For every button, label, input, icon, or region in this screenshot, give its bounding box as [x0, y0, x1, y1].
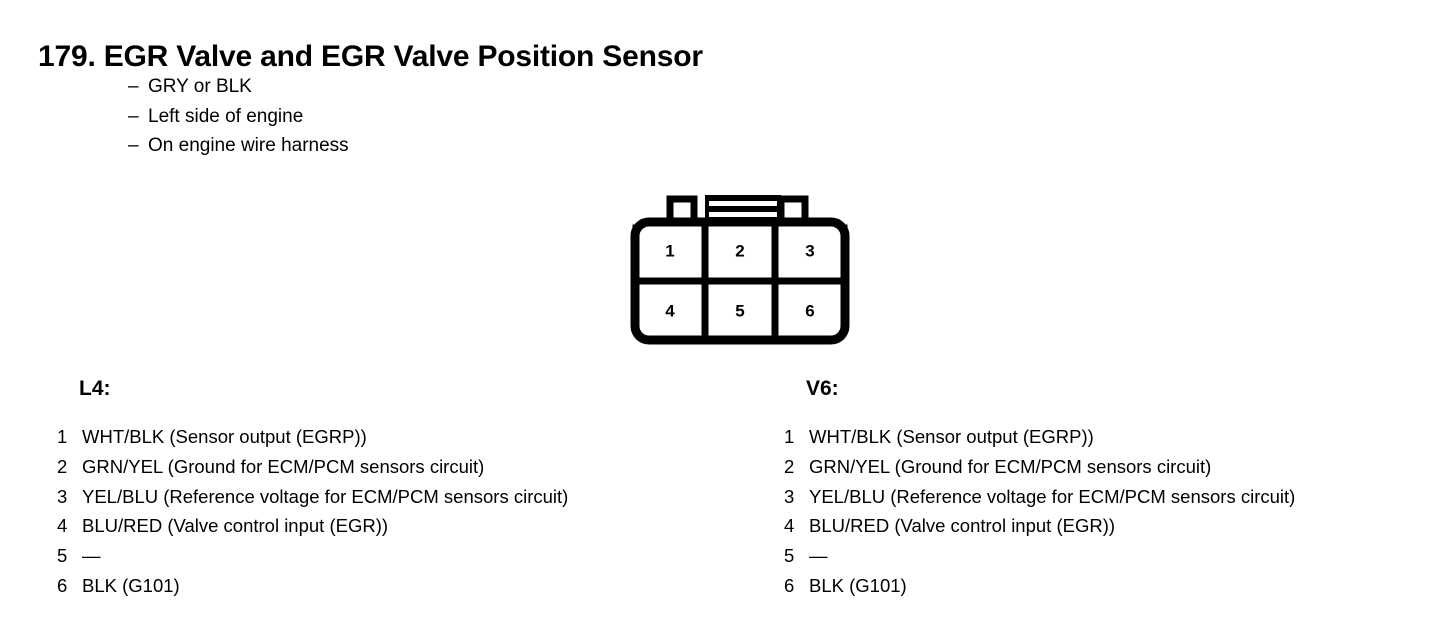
connector-pin-1: 1 [665, 241, 674, 260]
pin-description: — [82, 545, 101, 567]
pin-description: WHT/BLK (Sensor output (EGRP)) [82, 426, 367, 447]
pin-number: 2 [784, 455, 795, 477]
pin-number: 6 [784, 574, 795, 596]
table-row: 2 GRN/YEL (Ground for ECM/PCM sensors ci… [784, 452, 1295, 482]
table-row: 6 BLK (G101) [784, 571, 1295, 601]
connector-pin-6: 6 [805, 301, 814, 320]
pinout-section-l4: L4: 1 WHT/BLK (Sensor output (EGRP)) 2 G… [57, 376, 568, 601]
description-bullet-list: – GRY or BLK – Left side of engine – On … [128, 72, 349, 161]
list-item: – Left side of engine [128, 102, 349, 132]
table-row: 4 BLU/RED (Valve control input (EGR)) [57, 511, 568, 541]
pin-description: YEL/BLU (Reference voltage for ECM/PCM s… [809, 485, 1296, 507]
dash-icon: – [128, 105, 139, 127]
pin-number: 5 [57, 545, 68, 567]
latch-stripe-lower [709, 212, 777, 217]
pin-description: YEL/BLU (Reference voltage for ECM/PCM s… [82, 485, 569, 507]
connector-pin-4: 4 [665, 301, 675, 320]
pin-description: GRN/YEL (Ground for ECM/PCM sensors circ… [809, 455, 1212, 477]
pin-description: WHT/BLK (Sensor output (EGRP)) [809, 426, 1094, 447]
connector-pin-3: 3 [805, 241, 814, 260]
table-row: 1 WHT/BLK (Sensor output (EGRP)) [57, 422, 568, 452]
pin-number: 3 [784, 485, 795, 507]
table-row: 5 — [784, 541, 1295, 571]
table-row: 3 YEL/BLU (Reference voltage for ECM/PCM… [57, 482, 568, 512]
pin-description: BLK (G101) [82, 574, 180, 596]
pin-number: 1 [57, 426, 68, 447]
list-item: – On engine wire harness [128, 131, 349, 161]
pin-description: BLU/RED (Valve control input (EGR)) [809, 515, 1116, 537]
pin-number: 5 [784, 545, 795, 567]
list-item-label: GRY or BLK [148, 76, 252, 97]
pinout-table-v6: 1 WHT/BLK (Sensor output (EGRP)) 2 GRN/Y… [784, 422, 1295, 601]
connector-pin-5: 5 [735, 301, 744, 320]
connector-diagram: 1 2 3 4 5 6 [610, 190, 870, 350]
pin-number: 1 [784, 426, 795, 447]
table-row: 2 GRN/YEL (Ground for ECM/PCM sensors ci… [57, 452, 568, 482]
connector-svg: 1 2 3 4 5 6 [630, 195, 850, 345]
pin-description: BLK (G101) [809, 574, 907, 596]
pin-number: 3 [57, 485, 68, 507]
pinout-title-l4: L4: [79, 377, 111, 400]
pin-number: 2 [57, 455, 68, 477]
list-item: – GRY or BLK [128, 72, 349, 102]
connector-pin-2: 2 [735, 241, 744, 260]
pin-description: BLU/RED (Valve control input (EGR)) [82, 515, 389, 537]
dash-icon: – [128, 135, 139, 156]
pin-description: GRN/YEL (Ground for ECM/PCM sensors circ… [82, 455, 485, 477]
table-row: 5 — [57, 541, 568, 571]
pin-description: — [809, 545, 828, 567]
latch-stripe-upper [709, 201, 777, 206]
pin-number: 6 [57, 574, 68, 596]
page-title: 179. EGR Valve and EGR Valve Position Se… [38, 40, 703, 74]
table-row: 1 WHT/BLK (Sensor output (EGRP)) [784, 422, 1295, 452]
table-row: 4 BLU/RED (Valve control input (EGR)) [784, 511, 1295, 541]
pin-number: 4 [57, 515, 68, 537]
pinout-section-v6: V6: 1 WHT/BLK (Sensor output (EGRP)) 2 G… [784, 376, 1295, 601]
list-item-label: Left side of engine [148, 105, 304, 127]
list-item-label: On engine wire harness [148, 135, 349, 156]
pinout-table-l4: 1 WHT/BLK (Sensor output (EGRP)) 2 GRN/Y… [57, 422, 568, 601]
dash-icon: – [128, 76, 139, 97]
pinout-title-v6: V6: [806, 377, 839, 400]
pin-number: 4 [784, 515, 795, 537]
table-row: 3 YEL/BLU (Reference voltage for ECM/PCM… [784, 482, 1295, 512]
table-row: 6 BLK (G101) [57, 571, 568, 601]
